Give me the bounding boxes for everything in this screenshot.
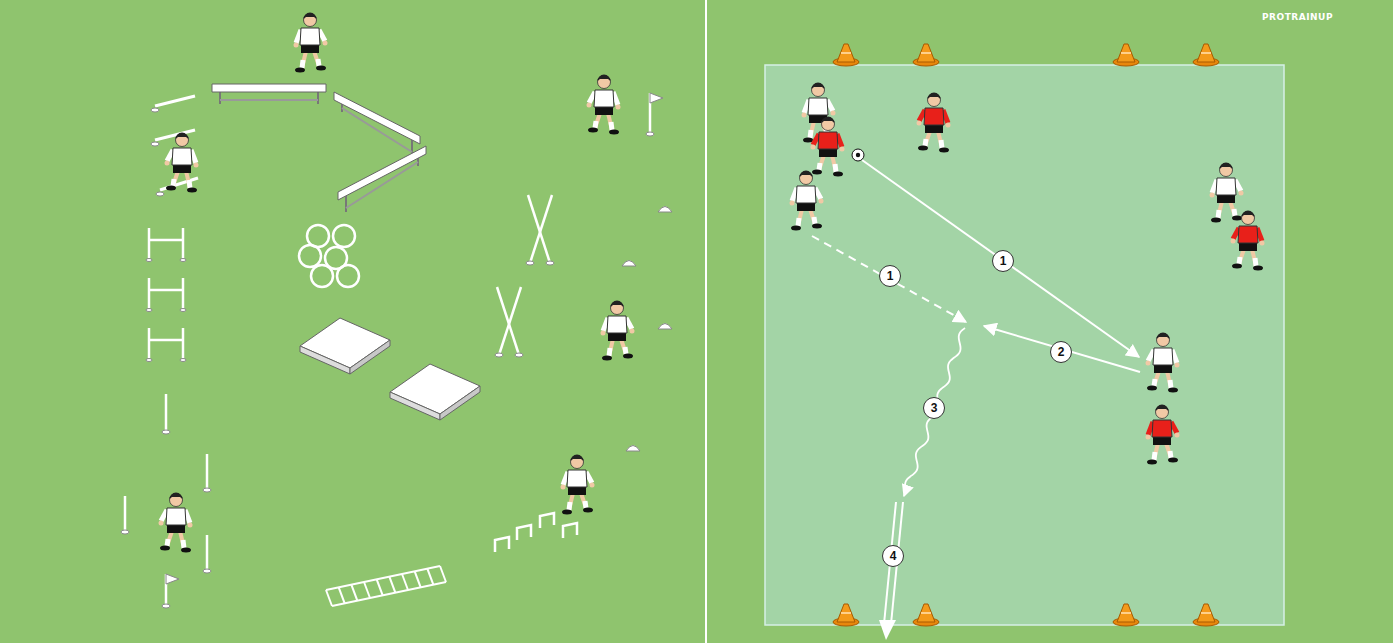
disc-cone	[626, 446, 640, 452]
callout-number: 4	[882, 545, 904, 567]
mini-hurdle	[495, 537, 509, 552]
cone	[1113, 604, 1139, 626]
player-figure	[159, 493, 193, 553]
bench	[334, 92, 420, 156]
agility-ladder	[326, 566, 446, 606]
player-figure	[601, 301, 635, 361]
disc-cone	[622, 261, 636, 267]
mini-hurdle	[540, 513, 554, 528]
mini-hurdle-foot	[151, 142, 159, 146]
shot-head	[879, 620, 896, 640]
player-figure	[811, 117, 845, 177]
panel-divider	[705, 0, 707, 643]
player-figure	[294, 13, 328, 73]
player-figure	[1231, 211, 1265, 271]
callout-number: 1	[879, 265, 901, 287]
mini-hurdle	[155, 96, 195, 106]
player-figure	[561, 455, 595, 515]
mini-hurdle	[517, 525, 531, 540]
pole	[121, 496, 129, 534]
player-figure	[165, 133, 199, 193]
cone	[913, 604, 939, 626]
flag	[650, 93, 663, 103]
mini-hurdle-foot	[156, 192, 164, 196]
bench	[338, 146, 426, 212]
cone	[1193, 44, 1219, 66]
disc-cone	[658, 207, 672, 213]
mini-hurdle-foot	[151, 108, 159, 112]
jump-box	[300, 318, 390, 374]
cone	[1113, 44, 1139, 66]
cone	[1193, 604, 1219, 626]
player-figure	[917, 93, 951, 153]
player-figure	[587, 75, 621, 135]
run-line	[812, 236, 966, 322]
pole	[162, 394, 170, 434]
crossed-poles	[526, 195, 554, 265]
cone	[913, 44, 939, 66]
hurdle	[146, 228, 186, 262]
player-figure	[1210, 163, 1244, 223]
watermark: PROTRAINUP	[1262, 12, 1333, 22]
player-figure	[790, 171, 824, 231]
player-figure	[1146, 333, 1180, 393]
mini-hurdle	[155, 130, 195, 140]
callout-number: 1	[992, 250, 1014, 272]
jump-box	[390, 364, 480, 420]
left-ground	[0, 0, 705, 643]
callout-number: 3	[923, 397, 945, 419]
flag	[166, 574, 179, 584]
right-ground	[707, 0, 1393, 643]
pitch-area	[765, 65, 1284, 625]
cone	[833, 604, 859, 626]
agility-ring	[337, 265, 359, 287]
hurdle	[146, 278, 186, 312]
cone	[833, 44, 859, 66]
pass-line	[984, 326, 1140, 372]
hurdle	[146, 328, 186, 362]
disc-cone	[658, 324, 672, 330]
agility-ring	[333, 225, 355, 247]
player-figure	[1146, 405, 1180, 465]
pole	[203, 454, 211, 492]
pass-line	[862, 160, 1139, 357]
agility-ring	[299, 245, 321, 267]
crossed-poles	[495, 287, 523, 357]
bench	[212, 84, 326, 104]
dribble-line	[904, 328, 965, 496]
mini-hurdle	[563, 523, 577, 538]
football	[852, 149, 864, 161]
pole	[203, 535, 211, 573]
agility-ring	[307, 225, 329, 247]
callout-number: 2	[1050, 341, 1072, 363]
agility-ring	[311, 265, 333, 287]
